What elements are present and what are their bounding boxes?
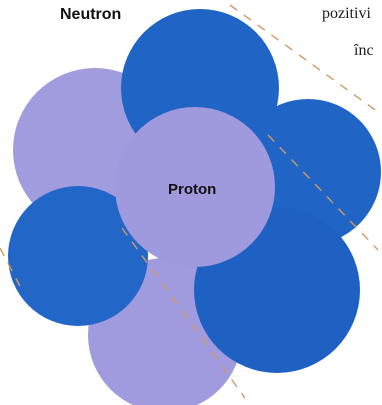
text-fragment-pozitivi: pozitivi	[322, 5, 371, 23]
neutron-label: Neutron	[60, 6, 121, 24]
proton-label: Proton	[168, 181, 216, 198]
text-fragment-inc: înc	[354, 42, 374, 60]
